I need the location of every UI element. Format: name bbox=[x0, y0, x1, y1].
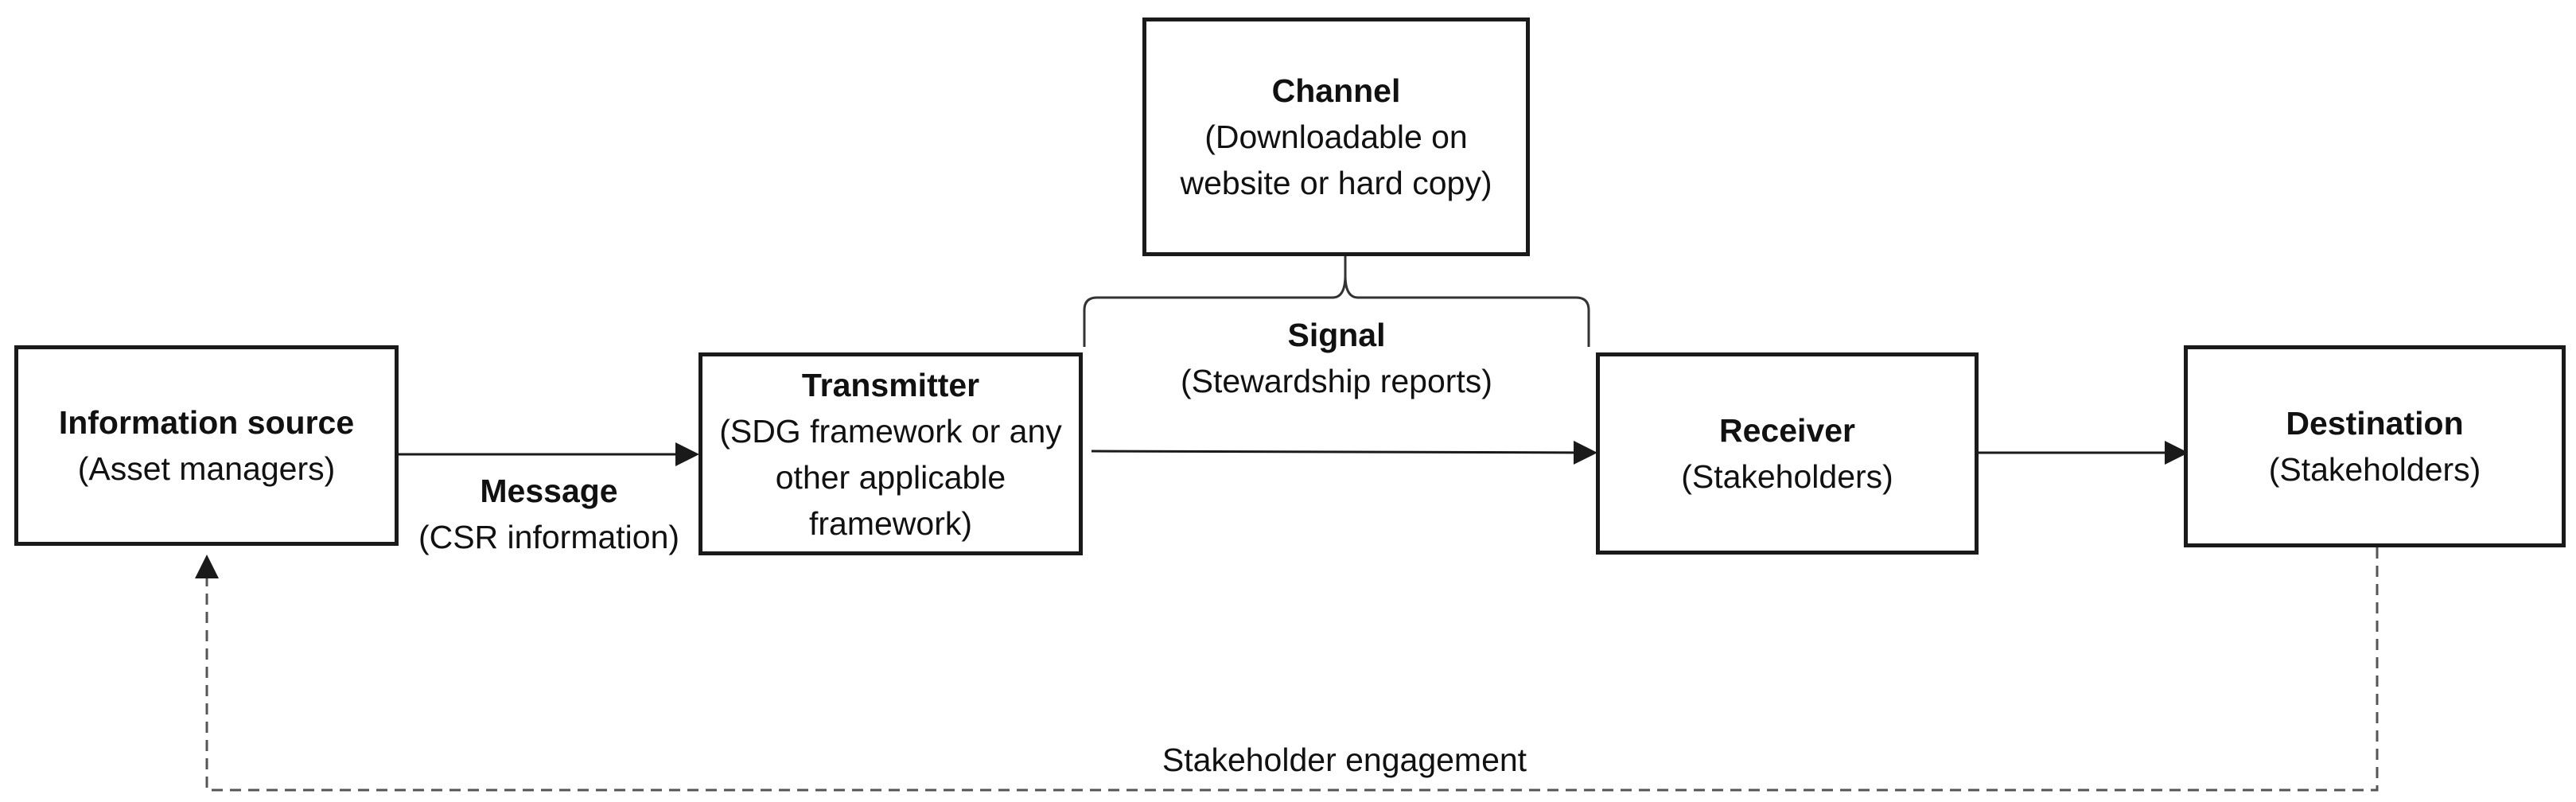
channel-box: Channel (Downloadable on website or hard… bbox=[1142, 18, 1530, 256]
message-label: Message (CSR information) bbox=[402, 468, 696, 560]
destination-box: Destination (Stakeholders) bbox=[2184, 345, 2566, 547]
stakeholder-engagement-label: Stakeholder engagement bbox=[1162, 742, 1527, 778]
receiver-subtitle: (Stakeholders) bbox=[1681, 458, 1893, 495]
information-source-box: Information source (Asset managers) bbox=[14, 345, 399, 546]
destination-subtitle: (Stakeholders) bbox=[2268, 451, 2481, 488]
information-source-subtitle: (Asset managers) bbox=[77, 450, 336, 487]
message-subtitle: (CSR information) bbox=[418, 519, 680, 555]
receiver-title: Receiver bbox=[1719, 412, 1855, 449]
signal-subtitle: (Stewardship reports) bbox=[1181, 363, 1492, 399]
channel-title: Channel bbox=[1271, 72, 1401, 109]
transmitter-subtitle: (SDG framework or any other applicable f… bbox=[719, 412, 1062, 542]
message-title: Message bbox=[480, 473, 618, 509]
signal-label: Signal (Stewardship reports) bbox=[1130, 312, 1543, 404]
feedback-dashed-line bbox=[195, 547, 2379, 792]
destination-title: Destination bbox=[2286, 405, 2464, 442]
transmitter-box: Transmitter (SDG framework or any other … bbox=[698, 352, 1083, 555]
signal-title: Signal bbox=[1287, 317, 1386, 353]
signal-brace bbox=[1083, 253, 1590, 347]
receiver-box: Receiver (Stakeholders) bbox=[1596, 352, 1979, 555]
information-source-title: Information source bbox=[58, 404, 355, 441]
transmitter-title: Transmitter bbox=[801, 366, 980, 403]
arrow-transmitter-to-receiver bbox=[1091, 440, 1597, 465]
channel-subtitle: (Downloadable on website or hard copy) bbox=[1180, 119, 1492, 201]
